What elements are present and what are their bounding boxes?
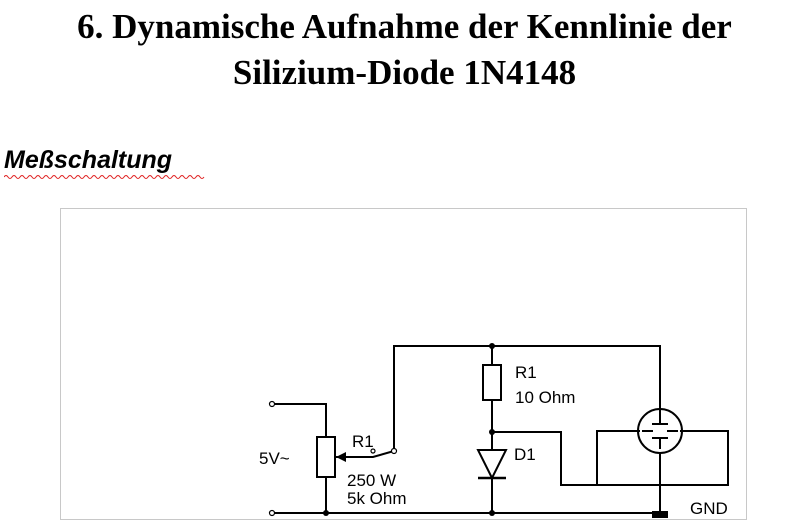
diode-triangle: [476, 449, 508, 481]
wiper-terminal: [390, 447, 398, 455]
oscilloscope-crosshair: [642, 413, 678, 449]
junction-pot-bottom: [323, 510, 329, 516]
potentiometer-value-2: 5k Ohm: [347, 489, 407, 508]
diode-name: D1: [514, 445, 536, 464]
potentiometer-value-1: 250 W: [347, 471, 396, 490]
junction-diode-bottom: [489, 510, 495, 516]
circuit-diagram-frame: [60, 208, 747, 520]
ground-symbol: [652, 511, 668, 518]
junction-resistor-top: [489, 343, 495, 349]
wiper-terminal-left: [370, 448, 376, 454]
potentiometer-wiper: [336, 345, 661, 458]
resistor-name: R1: [515, 363, 537, 382]
potentiometer-name: R1: [352, 432, 374, 451]
junction-resistor-diode: [489, 429, 495, 435]
input-terminal-bottom: [268, 509, 276, 517]
input-terminal-top: [268, 400, 276, 408]
potentiometer-body: [316, 436, 336, 478]
resistor-node-wire: [492, 430, 640, 486]
source-label: 5V~: [259, 449, 290, 468]
section-heading-text: Meßschaltung: [4, 146, 173, 174]
ground-label: GND: [690, 499, 728, 518]
page-title-line-2: Silizium-Diode 1N4148: [232, 53, 577, 92]
page-title: 6. Dynamische Aufnahme der Kennlinie der…: [0, 4, 809, 96]
resistor-body: [482, 364, 502, 401]
page-title-line-1: 6. Dynamische Aufnahme der Kennlinie der: [77, 7, 732, 46]
section-heading: Meßschaltung: [4, 140, 205, 180]
oscilloscope-right-wire: [597, 430, 729, 486]
spellcheck-underline: [4, 175, 205, 179]
input-wire-top: [273, 403, 327, 437]
wiper-arrowhead: [336, 452, 346, 462]
resistor-value: 10 Ohm: [515, 388, 575, 407]
